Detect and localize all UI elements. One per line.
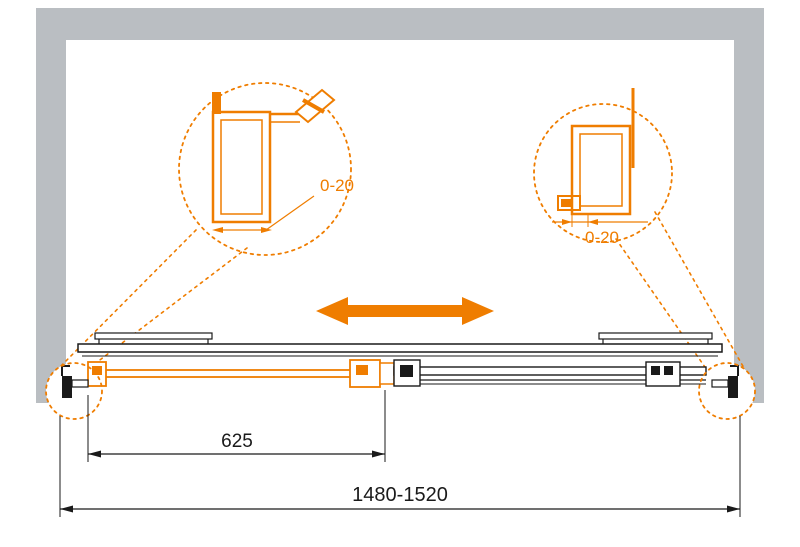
- top-bracket-left: [94, 332, 213, 340]
- profile-stub: [212, 92, 221, 114]
- wall-profile-right: [728, 376, 738, 398]
- leader-line: [56, 229, 197, 371]
- dim-arrow-right: [588, 219, 598, 225]
- right-end-circle-fill: [699, 363, 755, 419]
- dim-arrow-right: [372, 450, 385, 458]
- left-detail-circle: [178, 82, 352, 256]
- bracket-insert: [651, 366, 660, 375]
- track-assembly: [61, 332, 739, 398]
- bracket-insert: [664, 366, 673, 375]
- wall-profile-arm: [71, 379, 89, 388]
- dim-arrow-left: [88, 450, 101, 458]
- profile-outer-channel: [211, 110, 272, 224]
- dim-arrow-right: [727, 505, 740, 513]
- wall-profile-left: [62, 376, 72, 398]
- left-adjustment-label: 0-20: [320, 176, 354, 195]
- dimension-door-width: 625: [87, 390, 386, 462]
- profile-foot-insert: [561, 199, 571, 207]
- dim-arrow-left: [60, 505, 73, 513]
- top-bracket-right: [598, 332, 713, 340]
- carriage-side-block: [379, 362, 395, 385]
- overall-width-value: 1480-1520: [352, 484, 448, 506]
- door-width-value: 625: [221, 431, 253, 452]
- roller-insert: [356, 365, 368, 375]
- left-end-circle: [45, 362, 103, 420]
- dim-arrow-left: [212, 227, 223, 233]
- right-end-circle: [698, 362, 756, 420]
- right-adjustment-label: 0-20: [585, 228, 619, 247]
- detail-dim-leader: [265, 195, 315, 231]
- sliding-panel: [95, 369, 359, 378]
- bracket-insert: [400, 365, 413, 377]
- right-detail-circle: [533, 103, 673, 243]
- wall-profile-hook: [730, 365, 739, 376]
- profile-outer-channel: [570, 124, 632, 216]
- profile-inner-channel: [579, 133, 623, 207]
- glass-clamp-insert: [302, 98, 325, 114]
- profile-foot: [557, 195, 581, 211]
- left-detail-drawing: 0-20: [211, 88, 354, 233]
- top-rail: [77, 343, 723, 353]
- dimension-overall-width: 1480-1520: [59, 416, 741, 517]
- slide-direction-arrow-icon: [316, 297, 494, 325]
- dim-arrow-left: [562, 219, 572, 225]
- roller-insert: [92, 366, 102, 375]
- wall-profile-arm: [711, 379, 729, 388]
- profile-inner-channel: [220, 119, 263, 215]
- leader-line: [654, 211, 745, 369]
- right-detail-drawing: 0-20: [552, 88, 648, 247]
